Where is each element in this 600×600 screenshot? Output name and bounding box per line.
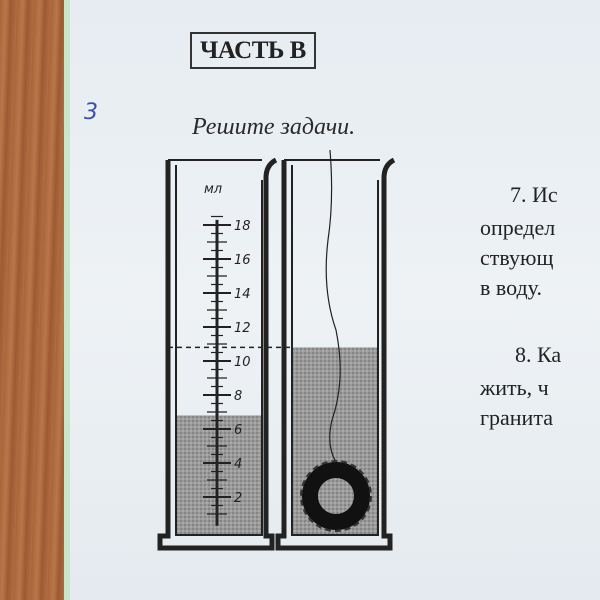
scale-label: 4	[234, 457, 242, 472]
scale-label: 14	[234, 287, 251, 302]
section-title: ЧАСТЬ В	[190, 32, 316, 69]
instruction-heading: Решите задачи.	[192, 114, 356, 140]
page-margin-strip	[64, 0, 70, 600]
ring-weight	[300, 460, 372, 532]
problem-7-line: 7. Ис	[510, 182, 558, 207]
problem-7-line: определ	[480, 215, 556, 240]
scale-label: 8	[234, 389, 242, 404]
problem-8-line: гранита	[480, 405, 553, 430]
water-left	[176, 415, 262, 535]
scale-label: 16	[234, 253, 251, 268]
problem-8-line: 8. Ка	[515, 342, 562, 367]
scale-label: 10	[234, 355, 251, 370]
left-cylinder: мл 2 4 6 8 10 12 14 16 18	[157, 157, 278, 551]
wooden-desk	[0, 0, 66, 600]
thread	[325, 149, 341, 463]
handwritten-mark: 3	[84, 100, 98, 125]
problem-7-line: в воду.	[480, 275, 542, 300]
right-cylinder	[275, 149, 396, 551]
scale-label: 2	[234, 491, 242, 506]
unit-label: мл	[204, 182, 222, 197]
scale-label: 6	[234, 423, 242, 438]
problem-8-line: жить, ч	[480, 375, 549, 400]
problem-7-line: ствующ	[480, 245, 554, 270]
scale-label: 18	[234, 219, 251, 234]
scale-label: 12	[234, 321, 251, 336]
